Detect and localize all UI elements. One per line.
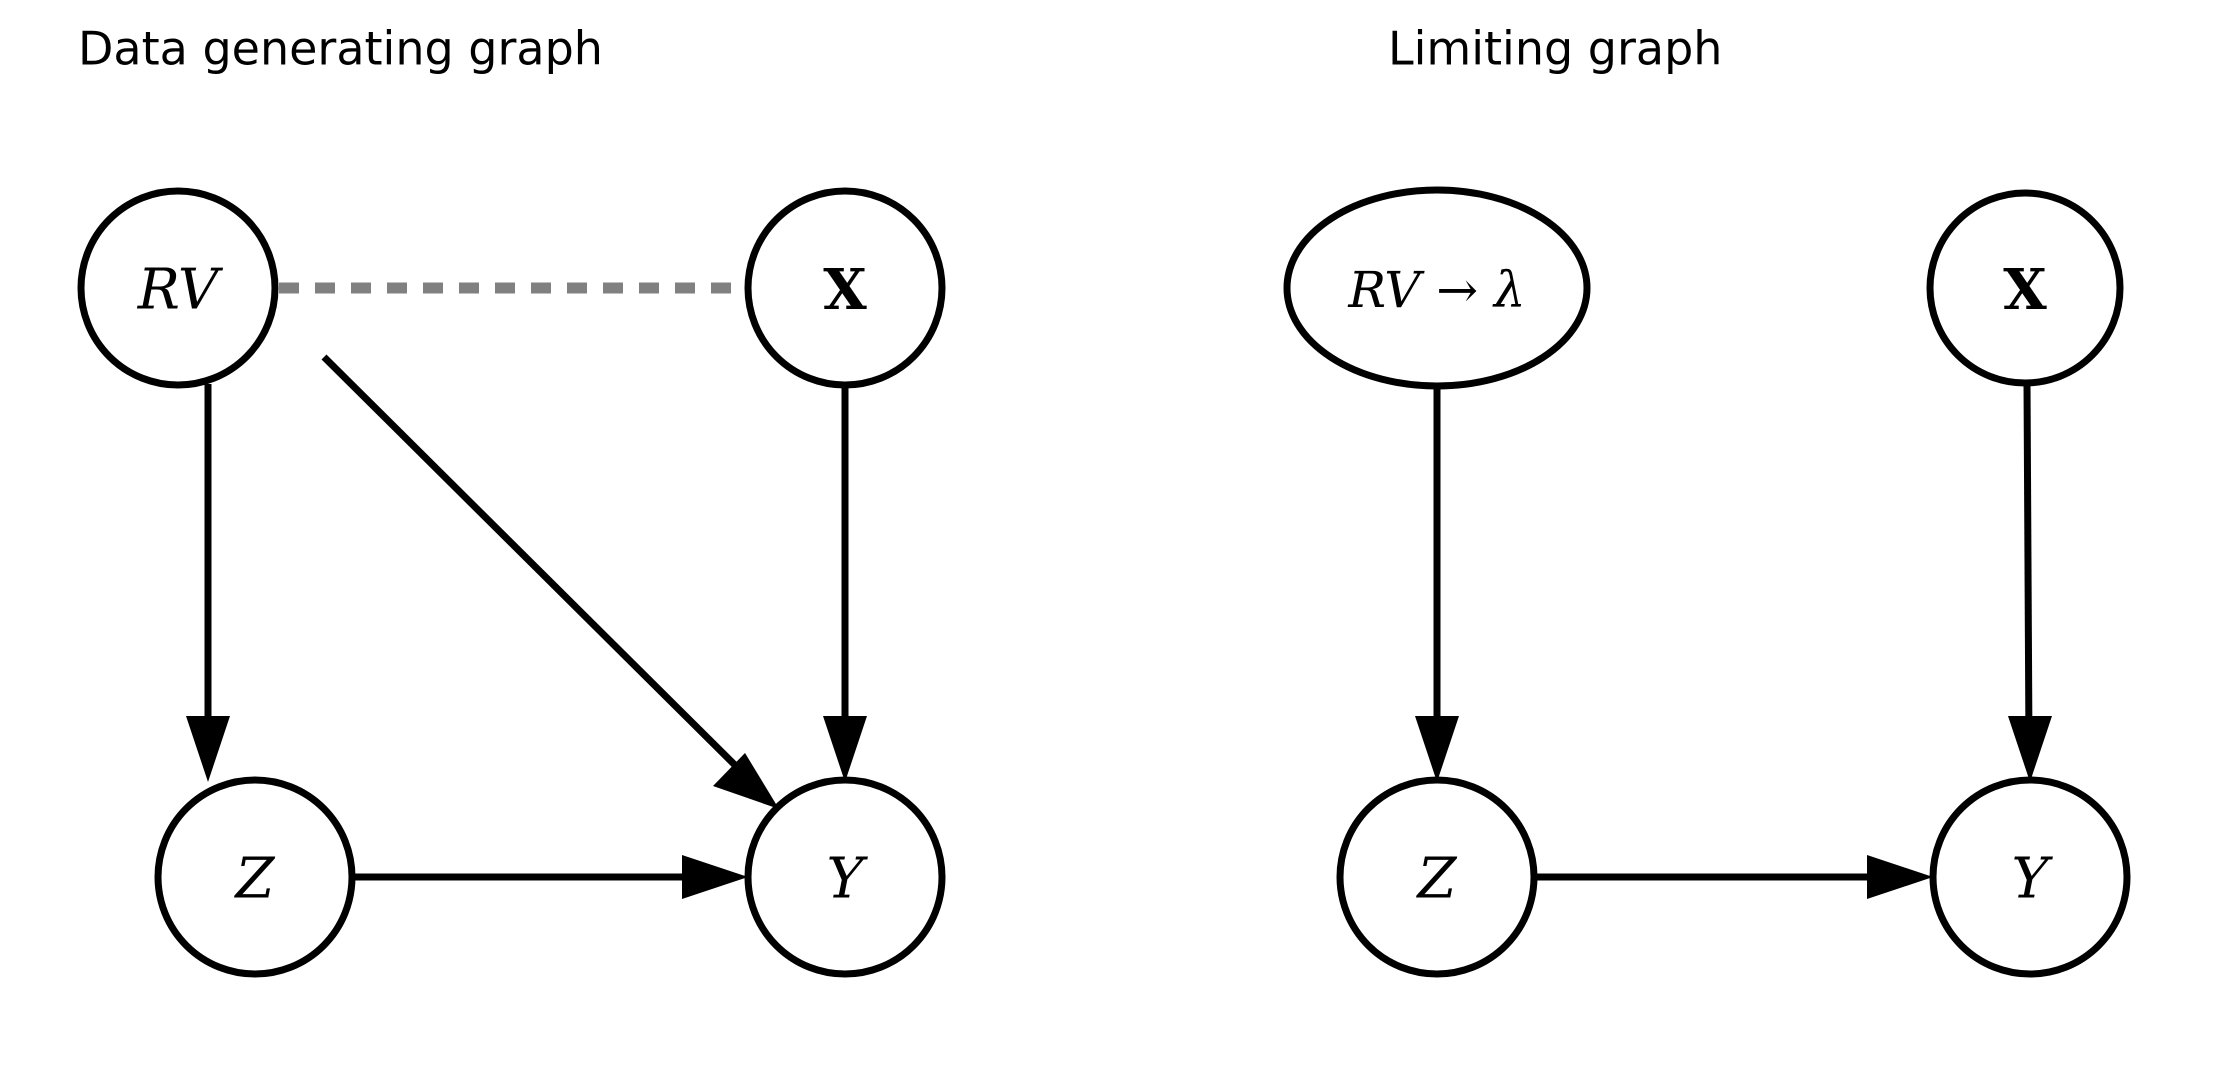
edge-z-y <box>353 855 748 899</box>
panel-data-generating-graph: Data generating graph <box>77 22 946 978</box>
edge-rvlambda-z2 <box>1415 386 1459 782</box>
arrowhead-x2-y2 <box>2008 716 2052 782</box>
arrowhead-x-y <box>823 716 867 782</box>
arrowhead-rvlambda-z2 <box>1415 716 1459 782</box>
node-rv-label: RV <box>137 258 224 323</box>
edge-x-y <box>823 384 867 782</box>
node-z2[interactable]: Z <box>1336 776 1538 978</box>
node-y2[interactable]: Y <box>1929 776 2131 978</box>
node-x2-circle[interactable] <box>1926 189 2124 387</box>
panel-title-limiting-graph: Limiting graph <box>1388 22 1722 76</box>
edge-rv-y <box>321 354 779 809</box>
node-x[interactable]: X <box>744 187 946 389</box>
node-x2[interactable]: X <box>1926 189 2124 387</box>
node-y-circle[interactable] <box>744 776 946 978</box>
arrowhead-rv-y <box>713 753 779 809</box>
node-z[interactable]: Z <box>154 776 356 978</box>
node-x-label: X <box>823 257 867 323</box>
node-y[interactable]: Y <box>744 776 946 978</box>
node-y2-circle[interactable] <box>1929 776 2131 978</box>
arrowhead-z2-y2 <box>1867 855 1933 899</box>
node-z-circle[interactable] <box>154 776 356 978</box>
arrowhead-z-y <box>682 855 748 899</box>
edge-z2-y2 <box>1535 855 1933 899</box>
edge-x2-y2 <box>2008 382 2052 782</box>
node-rv-circle[interactable] <box>77 187 279 389</box>
node-z2-label: Z <box>1416 847 1458 912</box>
node-x2-label: X <box>2003 257 2047 323</box>
node-y2-label: Y <box>2012 847 2054 912</box>
node-rv-lambda-label: RV → λ <box>1347 261 1525 319</box>
node-x-circle[interactable] <box>744 187 946 389</box>
panel-limiting-graph: Limiting graph RV → λ <box>1283 22 2131 978</box>
node-z-label: Z <box>234 847 276 912</box>
arrowhead-rv-z <box>186 716 230 782</box>
node-y-label: Y <box>827 847 869 912</box>
node-rv[interactable]: RV <box>77 187 279 389</box>
edge-rv-z <box>186 384 230 782</box>
node-rv-lambda[interactable]: RV → λ <box>1283 186 1591 390</box>
node-z2-circle[interactable] <box>1336 776 1538 978</box>
node-rv-lambda-ellipse[interactable] <box>1283 186 1591 390</box>
panel-title-data-generating-graph: Data generating graph <box>78 22 603 76</box>
